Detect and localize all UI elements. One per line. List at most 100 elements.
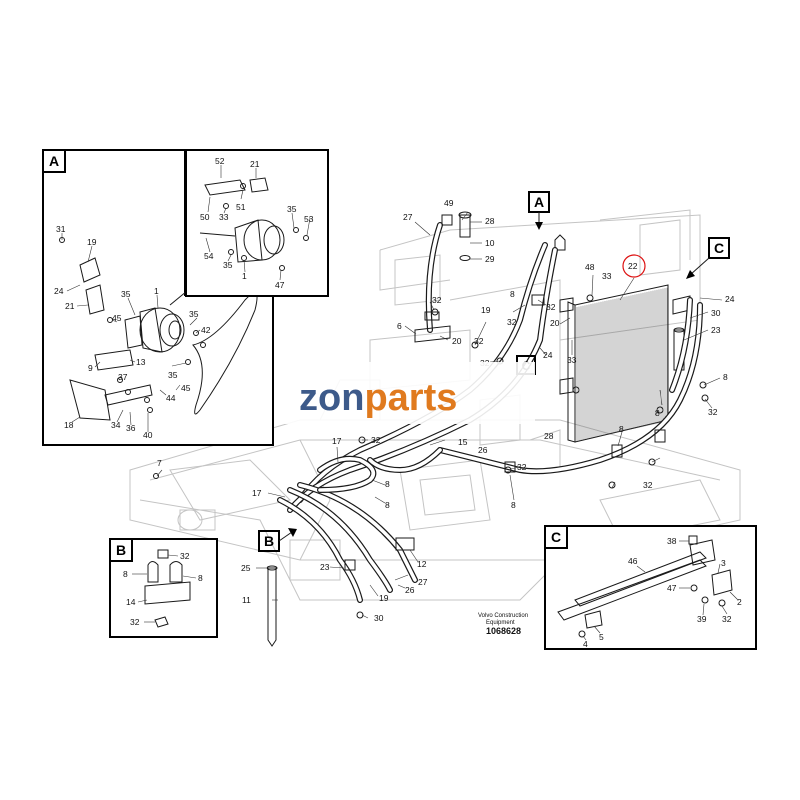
svg-text:5: 5 [599, 632, 604, 642]
svg-text:35: 35 [121, 289, 131, 299]
label-19: 19 [481, 305, 491, 315]
svg-text:52: 52 [215, 156, 225, 166]
svg-text:39: 39 [697, 614, 707, 624]
svg-text:32: 32 [180, 551, 190, 561]
svg-text:1: 1 [242, 271, 247, 281]
svg-text:45: 45 [112, 313, 122, 323]
svg-text:35: 35 [189, 309, 199, 319]
label-12: 12 [417, 559, 427, 569]
label-6: 6 [397, 321, 402, 331]
detail-a-leaders [61, 165, 311, 432]
svg-text:44: 44 [166, 393, 176, 403]
label-24: 24 [725, 294, 735, 304]
detail-a-labels: 31 19 24 21 35 1 45 13 35 42 9 37 35 45 … [54, 156, 314, 440]
svg-text:36: 36 [126, 423, 136, 433]
svg-text:13: 13 [136, 357, 146, 367]
svg-text:47: 47 [667, 583, 677, 593]
detail-b-labels: 32 8 8 14 32 [123, 551, 203, 627]
label-8: 8 [385, 500, 390, 510]
label-8: 8 [510, 289, 515, 299]
svg-text:32: 32 [722, 614, 732, 624]
label-32: 32 [546, 302, 556, 312]
svg-text:50: 50 [200, 212, 210, 222]
label-32: 32 [432, 295, 442, 305]
label-24: 24 [543, 350, 553, 360]
svg-text:47: 47 [275, 280, 285, 290]
label-8: 8 [511, 500, 516, 510]
svg-text:35: 35 [223, 260, 233, 270]
svg-text:4: 4 [583, 639, 588, 649]
label-23: 23 [320, 562, 330, 572]
label-48: 48 [585, 262, 595, 272]
label-8: 8 [723, 372, 728, 382]
svg-text:24: 24 [54, 286, 64, 296]
label-8: 8 [619, 424, 624, 434]
label-49: 49 [444, 198, 454, 208]
callout-a-main: A [528, 191, 550, 230]
svg-text:14: 14 [126, 597, 136, 607]
callout-c-main: C [686, 237, 730, 279]
detail-a-panel: A [42, 149, 329, 446]
detail-c-labels: 38 46 3 47 2 4 5 39 32 [583, 536, 742, 649]
label-8: 8 [385, 479, 390, 489]
label-32: 32 [708, 407, 718, 417]
label-26: 26 [478, 445, 488, 455]
detail-b-panel: B [109, 538, 218, 638]
label-32: 32 [371, 435, 381, 445]
svg-text:2: 2 [737, 597, 742, 607]
label-7: 7 [157, 458, 162, 468]
label-33: 33 [567, 355, 577, 365]
label-20: 20 [550, 318, 560, 328]
svg-text:Equipment: Equipment [486, 620, 515, 626]
rod-part-11 [266, 565, 278, 647]
svg-text:9: 9 [88, 363, 93, 373]
clamps [153, 211, 709, 619]
label-23: 23 [711, 325, 721, 335]
label-30: 30 [711, 308, 721, 318]
label-32: 32 [507, 317, 517, 327]
svg-text:40: 40 [143, 430, 153, 440]
svg-text:45: 45 [181, 383, 191, 393]
svg-text:A: A [49, 153, 59, 169]
svg-text:32: 32 [130, 617, 140, 627]
svg-text:42: 42 [201, 325, 211, 335]
svg-text:B: B [116, 542, 126, 558]
svg-text:Volvo Construction: Volvo Construction [478, 613, 528, 619]
svg-text:zonparts: zonparts [299, 377, 457, 419]
drawing-credit: Volvo Construction Equipment 1068628 [478, 613, 528, 636]
svg-text:C: C [551, 529, 561, 545]
label-33: 33 [602, 271, 612, 281]
svg-text:B: B [264, 533, 274, 549]
svg-text:46: 46 [628, 556, 638, 566]
label-17: 17 [332, 436, 342, 446]
label-10: 10 [485, 238, 495, 248]
detail-c-panel: C [544, 525, 757, 650]
detail-b-leaders [132, 554, 197, 623]
highlight-circle-22 [622, 254, 646, 278]
svg-text:8: 8 [198, 573, 203, 583]
svg-text:1068628: 1068628 [486, 626, 521, 636]
callout-b-main: B [258, 528, 297, 552]
label-17: 17 [252, 488, 262, 498]
svg-text:35: 35 [168, 370, 178, 380]
svg-text:51: 51 [236, 202, 246, 212]
svg-text:1: 1 [154, 286, 159, 296]
svg-text:8: 8 [123, 569, 128, 579]
label-27: 27 [403, 212, 413, 222]
label-30: 30 [374, 613, 384, 623]
label-19: 19 [379, 593, 389, 603]
label-32: 32 [517, 462, 527, 472]
svg-text:21: 21 [65, 301, 75, 311]
svg-text:34: 34 [111, 420, 121, 430]
svg-text:54: 54 [204, 251, 214, 261]
label-32: 32 [474, 336, 484, 346]
main-leaders [156, 211, 723, 619]
svg-text:53: 53 [304, 214, 314, 224]
label-11: 11 [242, 595, 251, 605]
svg-text:A: A [534, 194, 544, 210]
condenser-fins [576, 287, 668, 441]
label-8: 8 [655, 408, 660, 418]
label-26: 26 [405, 585, 415, 595]
label-20: 20 [452, 336, 462, 346]
